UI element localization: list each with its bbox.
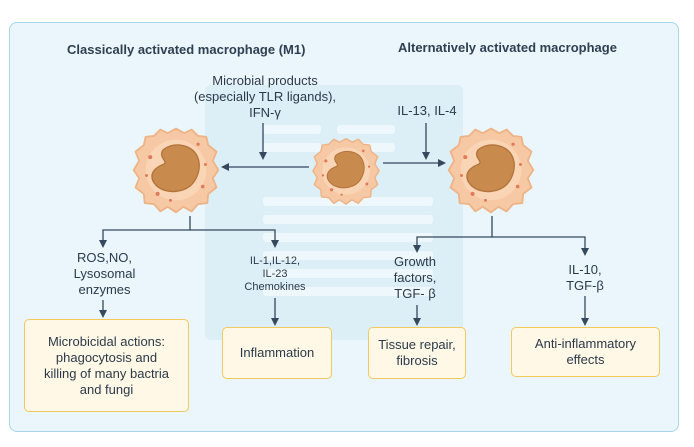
microbicidal-actions-box: Microbicidal actions: phagocytosis and k… — [24, 319, 189, 412]
m1-ros-label: ROS,NO, Lysosomal enzymes — [73, 250, 136, 297]
m2-il10-label: IL-10, TGF-β — [566, 262, 604, 293]
m2-title: Alternatively activated macrophage — [398, 40, 617, 55]
m2-macrophage-cell — [447, 127, 535, 214]
m1-branch-right — [190, 229, 279, 248]
background-document-watermark — [205, 85, 463, 340]
m1-stimulus-label: Microbial products (especially TLR ligan… — [193, 73, 337, 120]
m1-branch-left — [99, 216, 191, 248]
m2-stimulus-label: IL-13, IL-4 — [397, 103, 457, 118]
anti-inflammatory-box: Anti-inflammatory effects — [511, 327, 660, 377]
m1-cytokines-label: IL-1,IL-12, IL-23 Chemokines — [244, 255, 306, 293]
m2-branch-right — [492, 236, 589, 256]
tissue-repair-box: Tissue repair, fibrosis — [368, 327, 466, 379]
resting-macrophage-cell — [312, 137, 380, 205]
inflammation-box: Inflammation — [222, 327, 332, 379]
m2-growth-factors-label: Growth factors, TGF- β — [393, 254, 437, 301]
m2-branch-left — [413, 216, 493, 253]
m1-title: Classically activated macrophage (M1) — [67, 42, 306, 57]
m1-macrophage-cell — [132, 127, 220, 214]
